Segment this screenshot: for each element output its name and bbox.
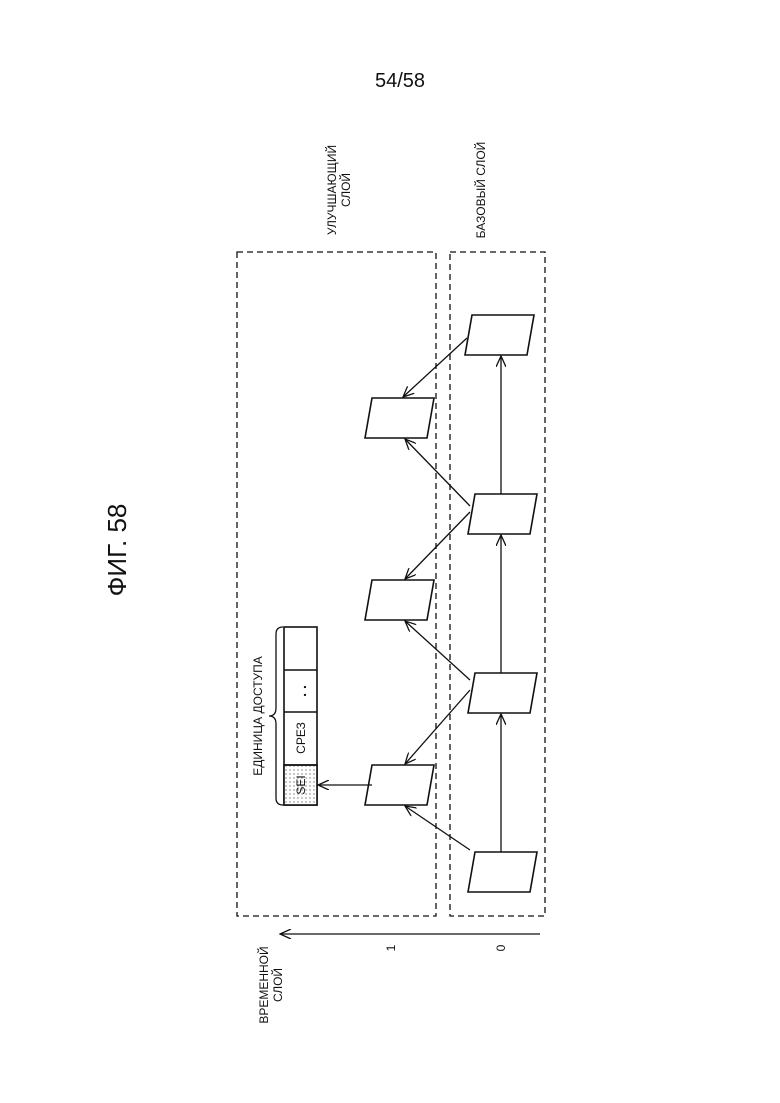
access-unit-label: ЕДИНИЦА ДОСТУПА <box>251 656 265 776</box>
inter-arrow-b3-e3 <box>405 439 470 506</box>
base-picture-4 <box>465 315 534 355</box>
temporal-layer-label-line2: СЛОЙ <box>270 968 285 1002</box>
enhancement-picture-2 <box>365 580 434 620</box>
access-unit-sei-label: SEI <box>294 775 308 794</box>
inter-arrow-b3-e2 <box>405 512 470 579</box>
enhancement-picture-3 <box>365 398 434 438</box>
inter-arrow-b2-e2 <box>405 621 470 680</box>
access-unit-dots-label: . . <box>293 685 309 697</box>
figure-title: ФИГ. 58 <box>102 504 132 597</box>
base-layer-label: БАЗОВЫЙ СЛОЙ <box>473 142 488 239</box>
base-picture-2 <box>468 673 537 713</box>
inter-arrow-b2-e1 <box>405 690 470 764</box>
enhancement-picture-1 <box>365 765 434 805</box>
access-unit-slice-label: СРЕЗ <box>294 722 308 754</box>
base-picture-3 <box>468 494 537 534</box>
temporal-level-0: 0 <box>494 944 508 951</box>
enhancement-layer-label-line2: СЛОЙ <box>338 173 353 207</box>
access-unit-brace <box>269 627 283 805</box>
inter-arrow-b4-e3 <box>403 338 467 397</box>
inter-arrow-b1-e1 <box>405 806 470 850</box>
temporal-layer-label-line1: ВРЕМЕННОЙ <box>256 946 271 1023</box>
enhancement-layer-label-line1: УЛУЧШАЮЩИЙ <box>324 145 339 235</box>
base-picture-1 <box>468 852 537 892</box>
temporal-level-1: 1 <box>384 944 398 951</box>
